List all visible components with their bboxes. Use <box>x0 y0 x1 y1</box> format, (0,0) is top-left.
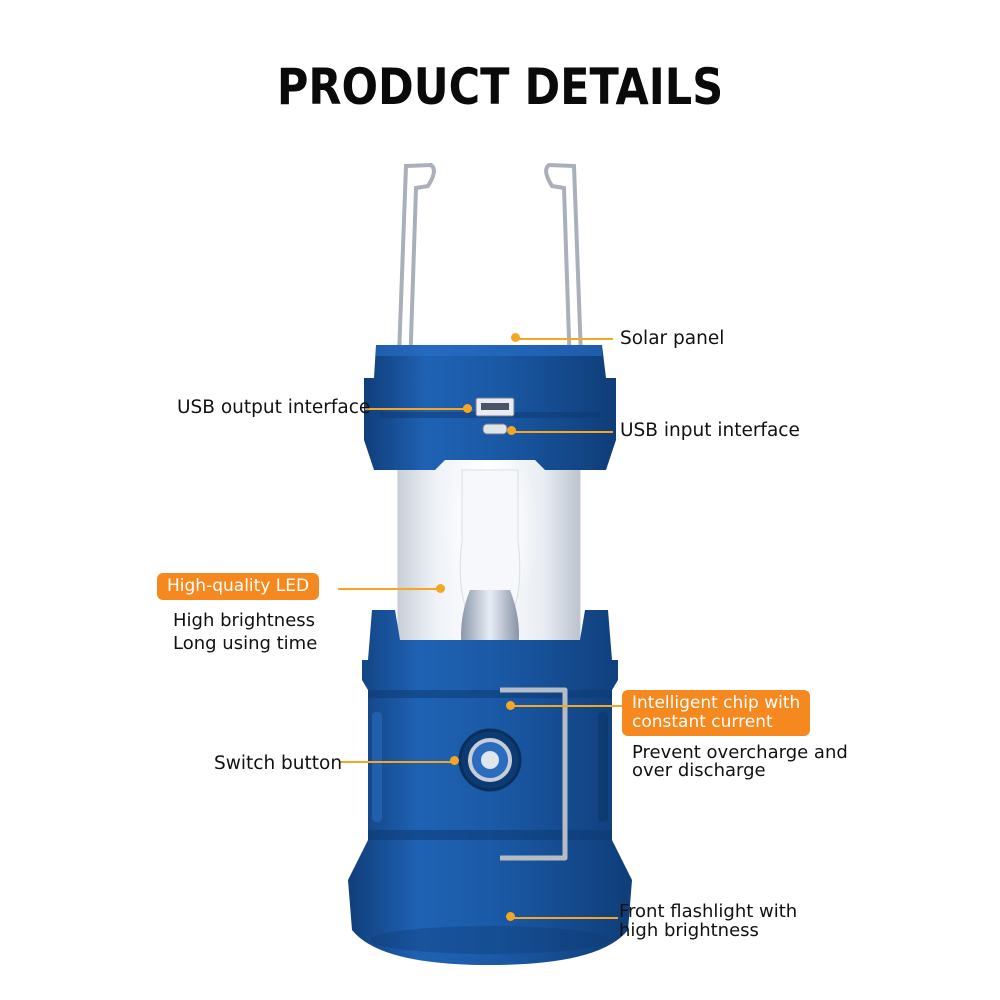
chip-badge-line1: Intelligent chip with <box>632 693 801 713</box>
wire-handle <box>395 162 585 432</box>
flashlight-line1: Front flashlight with <box>619 901 798 922</box>
led-badge: High-quality LED <box>157 573 320 600</box>
usb-output-label: USB output interface <box>177 397 371 418</box>
chip-dot <box>506 701 515 710</box>
chip-desc-line2: over discharge <box>632 760 766 781</box>
switch-line <box>340 761 452 763</box>
chip-line <box>513 705 623 707</box>
usb-output-line <box>365 408 465 410</box>
flashlight-line2: high brightness <box>619 920 759 941</box>
solar-panel-dot <box>511 333 520 342</box>
solar-panel-label: Solar panel <box>620 328 725 349</box>
top-cap <box>364 345 616 470</box>
switch-dot <box>450 756 459 765</box>
bottom-body <box>348 610 632 965</box>
flashlight-line <box>513 917 618 919</box>
switch-label: Switch button <box>214 753 343 774</box>
flashlight-dot <box>506 912 515 921</box>
solar-panel-line <box>518 338 613 340</box>
chip-badge-line2: constant current <box>632 712 773 732</box>
page-title: PRODUCT DETAILS <box>276 58 724 116</box>
usb-input-port <box>482 423 508 435</box>
usb-input-line <box>514 431 613 433</box>
usb-input-label: USB input interface <box>620 420 800 441</box>
led-desc-line2: Long using time <box>173 633 318 654</box>
chip-desc-line1: Prevent overcharge and <box>632 742 848 763</box>
chip-badge: Intelligent chip with constant current <box>622 690 811 736</box>
usb-output-dot <box>463 404 472 413</box>
led-dot <box>436 584 445 593</box>
usb-input-dot <box>507 426 516 435</box>
led-desc-line1: High brightness <box>173 610 316 631</box>
led-line <box>338 588 440 590</box>
